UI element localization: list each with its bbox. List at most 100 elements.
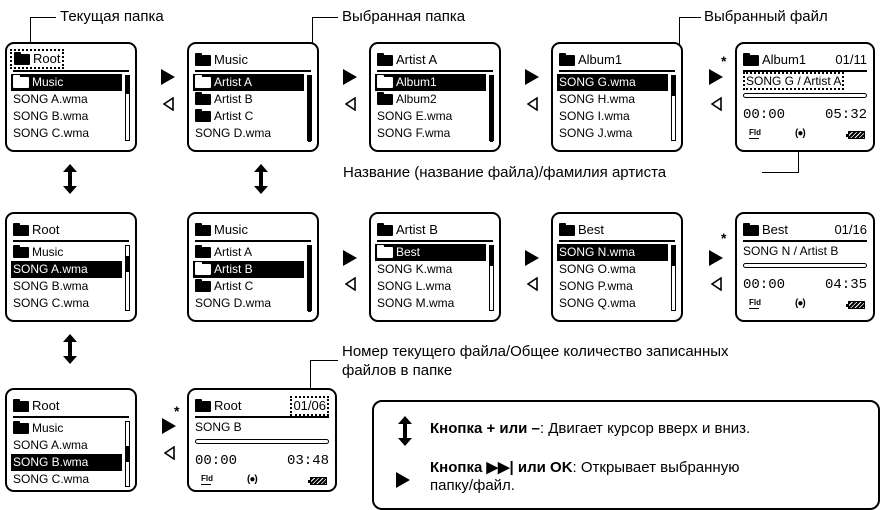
folder-icon [559,52,575,66]
screen-header: Root [10,49,65,69]
list-item[interactable]: SONG O.wma [559,262,636,276]
header-divider [377,70,493,72]
screen-artist-a-album1-selected: Artist A Album1 Album2 SONG E.wma SONG F… [369,42,501,152]
list-item[interactable]: Artist C [193,278,304,295]
list-item[interactable]: SONG M.wma [377,296,455,310]
back-arrow-icon [345,97,356,111]
folder-icon [13,245,29,258]
list-item[interactable]: SONG I.wma [559,109,630,123]
battery-icon [308,477,327,485]
battery-icon [846,131,865,139]
screen-root-song-a-selected: Root Music SONG A.wma SONG B.wma SONG C.… [5,212,137,322]
up-down-arrow-icon [63,164,77,194]
list-item[interactable]: SONG A.wma [11,261,122,278]
list-item[interactable]: SONG A.wma [13,438,88,452]
title-artist-label: Название (название файла)/фамилия артист… [343,164,667,181]
file-count-leader-h [310,360,338,361]
legend-plus-minus-key: Кнопка + или – [430,420,540,437]
folder-icon [377,245,393,258]
screen-header: Artist A [377,52,437,68]
stereo-icon: (●) [247,474,258,485]
forward-arrow-icon [709,250,723,266]
list-item[interactable]: SONG L.wma [377,279,452,293]
folder-mode-icon: Fld [749,128,761,139]
asterisk-note: * [174,403,180,419]
file-count-label-line1: Номер текущего файла/Общее количество за… [342,343,729,360]
list-item[interactable]: Music [11,420,122,437]
folder-icon [195,398,211,412]
list-item[interactable]: Artist B [193,261,304,278]
scrollbar[interactable] [307,75,312,142]
folder-icon [13,222,29,236]
list-item[interactable]: SONG H.wma [559,92,636,106]
forward-arrow-icon [709,69,723,85]
list-item[interactable]: SONG B.wma [13,109,89,123]
back-arrow-icon [164,446,175,460]
folder-icon [195,92,211,105]
list-item[interactable]: SONG A.wma [13,92,88,106]
list-item[interactable]: SONG E.wma [377,109,453,123]
list-item[interactable]: Music [11,244,122,261]
list-item[interactable]: SONG N.wma [557,244,668,261]
total-time: 05:32 [824,107,867,123]
list-item[interactable]: SONG D.wma [195,126,272,140]
list-item[interactable]: Artist A [193,244,304,261]
scrollbar[interactable] [125,421,130,487]
list-item[interactable]: Artist C [193,108,304,125]
list-item[interactable]: SONG Q.wma [559,296,636,310]
list-item[interactable]: SONG K.wma [377,262,453,276]
scrollbar[interactable] [489,245,494,311]
list-item[interactable]: SONG B.wma [11,454,122,471]
folder-icon [377,222,393,236]
list-item[interactable]: SONG F.wma [377,126,451,140]
screen-artist-b-best-selected: Artist B Best SONG K.wma SONG L.wma SONG… [369,212,501,322]
list-item[interactable]: Best [375,244,486,261]
scrollbar[interactable] [125,75,130,141]
total-time: 04:35 [824,277,867,293]
list-item[interactable]: SONG B.wma [13,279,89,293]
back-arrow-icon [711,97,722,111]
list-item[interactable]: Artist B [193,91,304,108]
list-item[interactable]: SONG C.wma [13,296,90,310]
selected-folder-leader-h [312,17,338,18]
list-item[interactable]: SONG D.wma [195,296,272,310]
screen-header: Best 01/16 [743,222,867,238]
legend-line-1: Кнопка + или –: Двигает курсор вверх и в… [430,420,751,437]
list-item[interactable]: SONG C.wma [13,126,90,140]
folder-icon [195,109,211,122]
scrollbar[interactable] [125,245,130,311]
list-item[interactable]: Music [11,74,122,91]
list-item[interactable]: SONG J.wma [559,126,633,140]
asterisk-note: * [721,230,727,246]
forward-arrow-icon [162,418,176,434]
back-arrow-icon [345,277,356,291]
elapsed-time: 00:00 [743,277,786,293]
screen-header: Music [195,52,248,68]
progress-bar [195,439,329,444]
list-item[interactable]: SONG P.wma [559,279,633,293]
list-item[interactable]: SONG G.wma [557,74,668,91]
header-divider [559,240,675,242]
header-divider [743,70,867,72]
list-item[interactable]: SONG C.wma [13,472,90,486]
progress-bar [743,93,867,98]
screen-header: Best [559,222,604,238]
folder-icon [195,222,211,236]
folder-icon [559,222,575,236]
scrollbar[interactable] [489,75,494,142]
scrollbar[interactable] [671,245,676,311]
up-down-arrow-icon [63,334,77,364]
scrollbar[interactable] [671,75,676,141]
back-arrow-icon [527,277,538,291]
header-divider [377,240,493,242]
title-artist-leader-h [762,172,799,173]
scrollbar[interactable] [307,245,312,312]
list-item[interactable]: Album2 [375,91,486,108]
header-divider [559,70,675,72]
legend-line-3: папку/файл. [430,477,515,494]
screen-album1-song-g-selected: Album1 SONG G.wma SONG H.wma SONG I.wma … [551,42,683,152]
list-item[interactable]: Artist A [193,74,304,91]
folder-icon [743,52,759,66]
legend-box: Кнопка + или –: Двигает курсор вверх и в… [372,400,880,510]
list-item[interactable]: Album1 [375,74,486,91]
